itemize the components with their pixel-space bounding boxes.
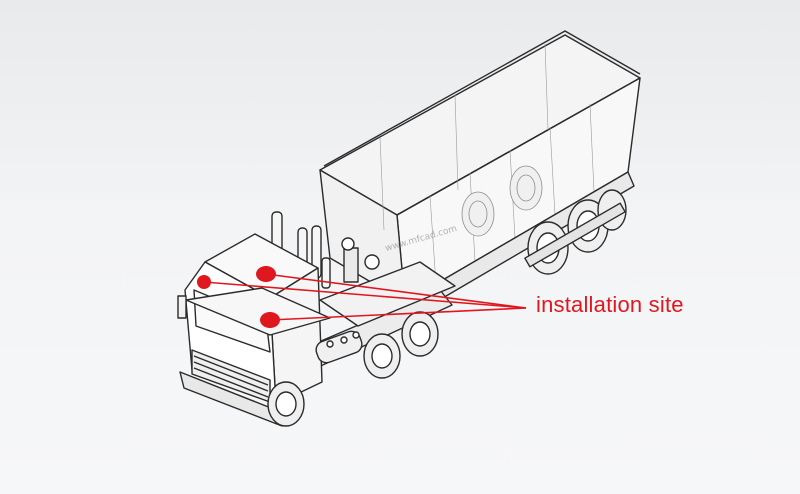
spare-wheels [461,165,543,237]
marker-roof-center [256,266,276,282]
marker-roof-left [197,275,211,289]
leader-line-hood [269,307,527,321]
side-tanks [315,330,363,364]
callout-leader-lines [203,273,527,321]
marker-hood [260,312,280,328]
trailer-wheels [524,189,627,275]
leader-line-roof-center [265,273,527,309]
callout [197,266,527,328]
callout-label: installation site [536,292,684,317]
trailer [319,30,641,317]
hood [185,287,331,336]
tractor [177,211,456,427]
tractor-wheels [267,311,439,427]
leader-line-roof-left [203,281,527,309]
trailer-ribs [379,43,595,285]
